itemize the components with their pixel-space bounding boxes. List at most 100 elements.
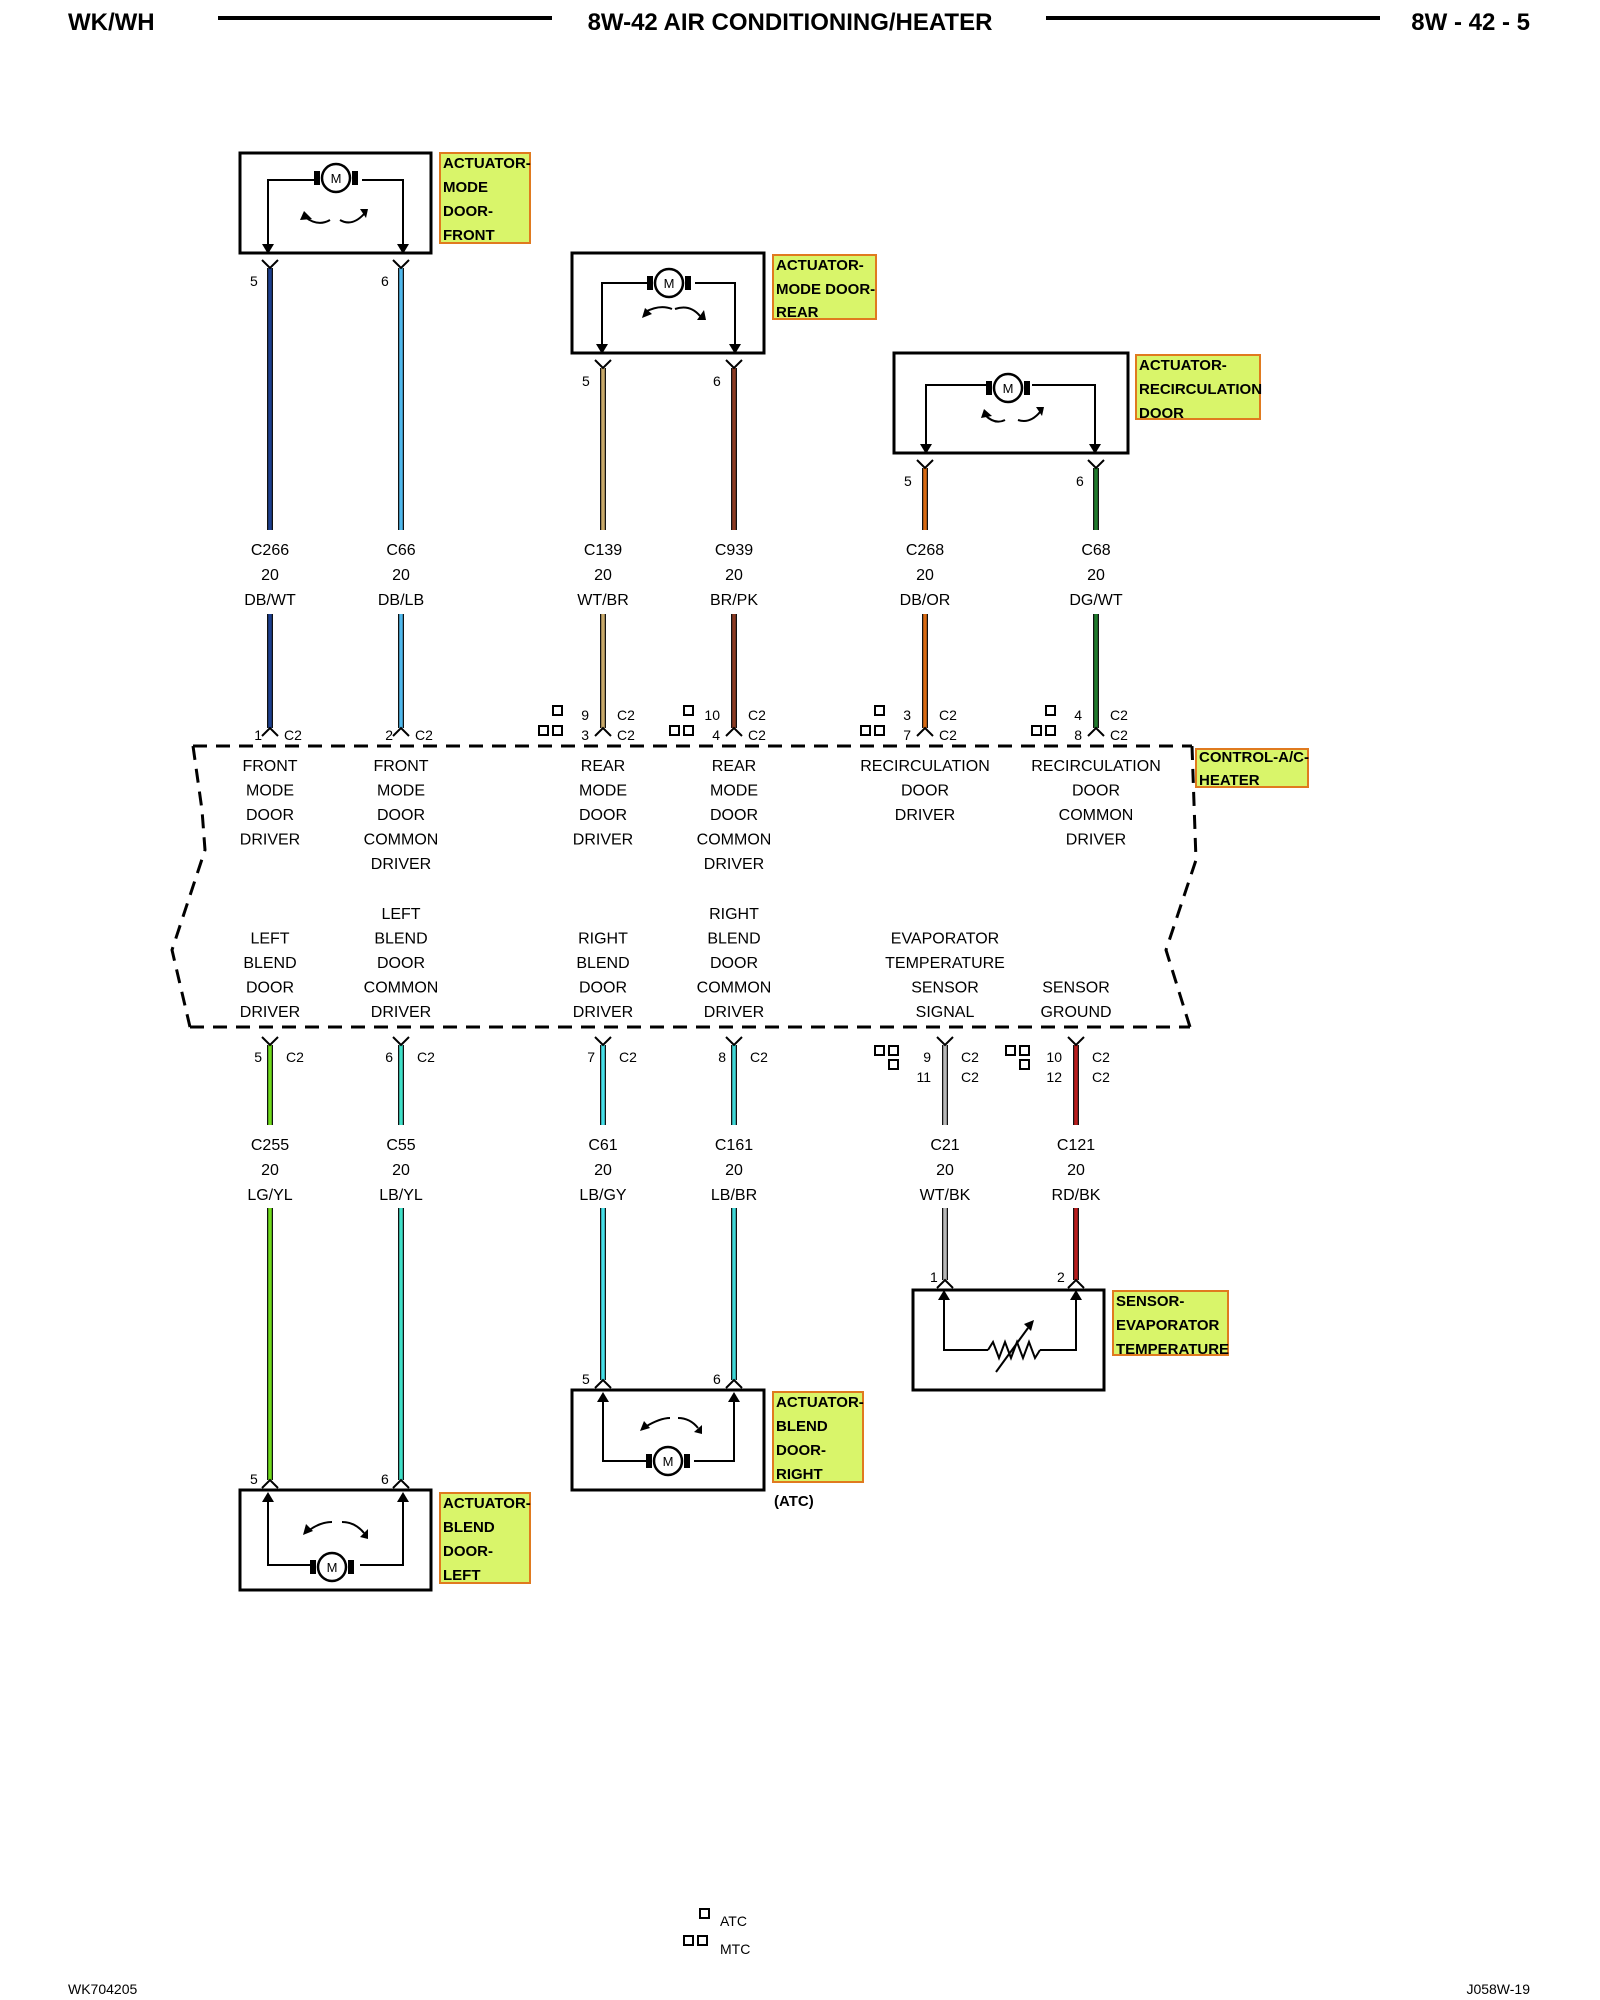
- connector-terminal: [261, 1478, 279, 1489]
- connector-id: C2: [617, 707, 635, 723]
- actuator-blend-door-left: ACTUATOR- BLEND DOOR- LEFT: [238, 1488, 531, 1592]
- function-label: DRIVER: [573, 832, 633, 849]
- footer-right: J058W-19: [1466, 1981, 1530, 1997]
- pin-number: 1: [930, 1269, 938, 1285]
- function-label: MODE: [246, 783, 294, 800]
- tag-box-blend-left: [439, 1492, 531, 1584]
- function-label: DRIVER: [240, 832, 300, 849]
- tag-line: DOOR-: [443, 203, 493, 220]
- pin-number: 10: [1046, 1049, 1062, 1065]
- connector-terminal: [1067, 1278, 1085, 1289]
- pin-number: 2: [385, 727, 393, 743]
- tag-line: EVAPORATOR: [1116, 1317, 1220, 1334]
- wire-circuit: C939: [715, 542, 753, 559]
- option-square: [888, 1045, 899, 1056]
- pin-number: 12: [1046, 1069, 1062, 1085]
- tag-line: ACTUATOR-: [776, 257, 864, 274]
- header-title: 8W-42 AIR CONDITIONING/HEATER: [588, 9, 993, 36]
- tag-line: ACTUATOR-: [443, 1495, 531, 1512]
- connector-terminal: [261, 1036, 279, 1047]
- function-label: RIGHT: [709, 906, 759, 923]
- tag-line: RECIRCULATION: [1139, 381, 1262, 398]
- function-label: EVAPORATOR: [891, 931, 999, 948]
- connector-terminal: [594, 1036, 612, 1047]
- control-module-functions: FRONTMODEDOORDRIVERFRONTMODEDOORCOMMONDR…: [240, 758, 1161, 1021]
- pin-number: 6: [713, 373, 721, 389]
- function-label: FRONT: [373, 758, 428, 775]
- connector-terminal: [936, 1278, 954, 1289]
- option-square: [1005, 1045, 1016, 1056]
- tag-line: BLEND: [776, 1418, 828, 1435]
- connector-terminal: [594, 359, 612, 370]
- wire-circuit: C121: [1057, 1137, 1095, 1154]
- connector-id: C2: [750, 1049, 768, 1065]
- connector-id: C2: [1110, 707, 1128, 723]
- pin-number: 2: [1057, 1269, 1065, 1285]
- tag-line: MODE: [443, 179, 488, 196]
- pin-number: 11: [916, 1069, 931, 1085]
- connector-terminal: [594, 1378, 612, 1389]
- wire-color-code: LB/GY: [579, 1187, 626, 1204]
- actuator-recirculation-door: ACTUATOR- RECIRCULATION DOOR: [892, 351, 1262, 455]
- wire-color-code: DB/WT: [244, 592, 296, 609]
- pin-number: 6: [381, 1471, 389, 1487]
- connector-terminal: [392, 1036, 410, 1047]
- connector-id: C2: [961, 1049, 979, 1065]
- connector-id: C2: [748, 727, 766, 743]
- pin-number: 9: [923, 1049, 931, 1065]
- tag-line: HEATER: [1199, 772, 1260, 789]
- connector-terminal: [916, 459, 934, 470]
- wire-color-code: WT/BR: [577, 592, 629, 609]
- option-square: [1019, 1059, 1030, 1070]
- actuator-mode-door-rear: ACTUATOR- MODE DOOR- REAR: [570, 251, 877, 355]
- wire-color-code: LB/YL: [379, 1187, 423, 1204]
- wire-circuit: C161: [715, 1137, 753, 1154]
- option-square: [860, 725, 871, 736]
- function-label: DOOR: [1072, 783, 1120, 800]
- wire-gauge: 20: [594, 1162, 612, 1179]
- option-square: [1045, 725, 1056, 736]
- function-label: MODE: [377, 783, 425, 800]
- wire-circuit: C68: [1081, 542, 1110, 559]
- function-label: DOOR: [377, 807, 425, 824]
- connector-id: C2: [417, 1049, 435, 1065]
- connector-id: C2: [617, 727, 635, 743]
- function-label: DOOR: [246, 980, 294, 997]
- connector-id: C2: [284, 727, 302, 743]
- wire-gauge: 20: [594, 567, 612, 584]
- connector-terminal: [261, 726, 279, 737]
- function-label: RECIRCULATION: [1031, 758, 1161, 775]
- tag-box-control: [1195, 748, 1309, 788]
- tag-line: BLEND: [443, 1519, 495, 1536]
- connector-id: C2: [286, 1049, 304, 1065]
- function-label: LEFT: [250, 931, 289, 948]
- pin-number: 5: [250, 1471, 258, 1487]
- pin-number: 4: [1074, 707, 1082, 723]
- legend: ATC MTC: [683, 1908, 750, 1957]
- tag-line: DOOR-: [443, 1543, 493, 1560]
- tag-line: ACTUATOR-: [776, 1394, 864, 1411]
- connector-terminal: [1087, 726, 1105, 737]
- tag-line: RIGHT: [776, 1466, 823, 1483]
- wire-circuit: C21: [930, 1137, 959, 1154]
- pin-number: 3: [903, 707, 911, 723]
- pin-number: 6: [385, 1049, 393, 1065]
- function-label: DRIVER: [573, 1004, 633, 1021]
- connector-terminal: [725, 359, 743, 370]
- wire-circuit: C66: [386, 542, 415, 559]
- tag-line: SENSOR-: [1116, 1293, 1184, 1310]
- function-label: RIGHT: [578, 931, 628, 948]
- option-square: [874, 725, 885, 736]
- option-square: [874, 705, 885, 716]
- tag-line: LEFT: [443, 1567, 481, 1584]
- pin-number: 5: [904, 473, 912, 489]
- tag-line: FRONT: [443, 227, 495, 244]
- wire-color-code: LG/YL: [247, 1187, 292, 1204]
- wire-gauge: 20: [725, 1162, 743, 1179]
- connector-id: C2: [939, 727, 957, 743]
- connector-terminal: [1087, 459, 1105, 470]
- function-label: DOOR: [579, 980, 627, 997]
- function-label: DOOR: [579, 807, 627, 824]
